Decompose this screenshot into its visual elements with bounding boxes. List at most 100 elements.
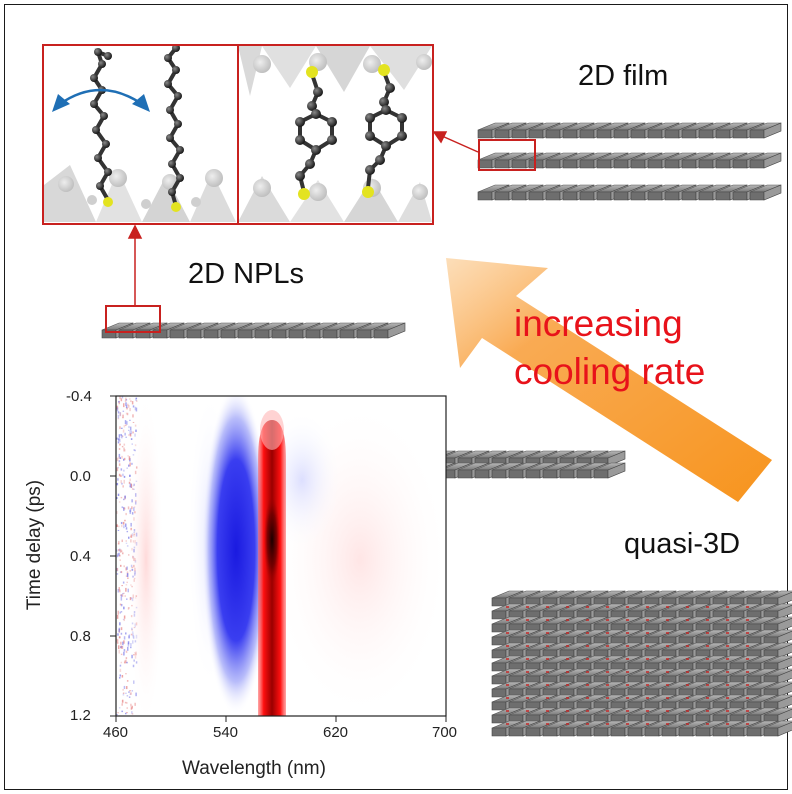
ligand-mark <box>666 697 669 699</box>
noise-dot <box>127 607 130 610</box>
left-panel-substrate <box>44 165 236 222</box>
noise-dot <box>124 449 126 452</box>
noise-dot <box>117 645 120 650</box>
ligand-mark <box>526 658 529 660</box>
ligand-mark <box>606 619 609 621</box>
quasi3d-row <box>491 616 792 633</box>
ligand-mark <box>626 632 629 634</box>
quasi3d-row <box>491 642 792 659</box>
noise-dot <box>130 430 133 435</box>
noise-dot <box>123 650 126 652</box>
ligand-mark <box>566 671 569 673</box>
noise-dot <box>116 573 119 575</box>
ligand-mark <box>686 606 689 608</box>
noise-dot <box>125 692 127 694</box>
quasi3d-row <box>491 694 792 711</box>
noise-dot <box>126 695 129 697</box>
noise-dot <box>120 571 123 574</box>
film-row-2 <box>477 152 782 169</box>
noise-dot <box>123 618 125 622</box>
ligand-mark <box>626 697 629 699</box>
x-tick-label: 460 <box>103 724 129 741</box>
noise-dot <box>117 712 119 714</box>
right-panel-substrate <box>238 46 432 222</box>
ligand-mark <box>586 632 589 634</box>
ligand-mark <box>646 684 649 686</box>
noise-dot <box>127 642 130 647</box>
ligand-mark <box>746 671 749 673</box>
noise-dot <box>126 707 128 710</box>
noise-dot <box>123 457 126 461</box>
noise-dot <box>131 690 134 692</box>
noise-dot <box>124 660 126 664</box>
noise-dot <box>122 592 124 595</box>
ligand-mark <box>726 619 729 621</box>
noise-dot <box>118 456 120 459</box>
noise-dot <box>126 566 128 570</box>
noise-dot <box>120 398 123 402</box>
ligand-mark <box>526 619 529 621</box>
x-axis-label: Wavelength (nm) <box>182 758 326 779</box>
noise-dot <box>128 464 130 467</box>
noise-dot <box>119 603 122 606</box>
noise-dot <box>119 668 122 672</box>
ligand-mark <box>566 606 569 608</box>
noise-dot <box>129 462 131 467</box>
noise-dot <box>126 407 128 410</box>
noise-dot <box>117 411 120 414</box>
ligand-mark <box>626 658 629 660</box>
ligand-mark <box>566 710 569 712</box>
noise-dot <box>116 524 119 527</box>
noise-dot <box>120 564 122 567</box>
noise-dot <box>116 614 119 619</box>
noise-dot <box>125 673 127 675</box>
noise-dot <box>121 594 124 597</box>
ligand-mark <box>526 671 529 673</box>
ligand-mark <box>506 723 509 725</box>
noise-dot <box>119 457 122 460</box>
ligand-mark <box>746 710 749 712</box>
noise-dot <box>118 434 121 438</box>
ligand-mark <box>666 723 669 725</box>
noise-dot <box>121 539 124 543</box>
noise-dot <box>135 398 137 401</box>
noise-dot <box>119 674 122 677</box>
ligand-mark <box>746 723 749 725</box>
quasi3d-row <box>491 668 792 685</box>
noise-dot <box>121 396 124 399</box>
noise-dot <box>125 398 128 401</box>
noise-dot <box>125 542 128 544</box>
noise-dot <box>128 481 131 484</box>
noise-dot <box>122 403 125 408</box>
ligand-mark <box>546 658 549 660</box>
noise-dot <box>122 552 124 555</box>
noise-dot <box>129 430 131 435</box>
noise-dot <box>120 549 122 553</box>
ligand-mark <box>546 684 549 686</box>
ligand-mark <box>706 606 709 608</box>
noise-dot <box>118 453 121 458</box>
noise-dot <box>129 407 131 412</box>
noise-dot <box>134 406 137 411</box>
ligand-mark <box>606 632 609 634</box>
noise-dot <box>121 710 123 713</box>
ligand-mark <box>726 710 729 712</box>
y-tick-label: 1.2 <box>70 707 91 724</box>
noise-dot <box>116 497 118 499</box>
noise-dot <box>117 414 120 419</box>
noise-dot <box>125 405 128 409</box>
noise-dot <box>120 433 122 436</box>
y-tick-label: -0.4 <box>66 388 92 405</box>
noise-dot <box>123 649 126 651</box>
noise-dot <box>121 675 124 678</box>
noise-dot <box>126 581 128 584</box>
noise-dot <box>124 400 127 402</box>
noise-dot <box>118 401 120 403</box>
noise-dot <box>125 659 127 663</box>
noise-dot <box>125 632 127 635</box>
slab-stacks <box>101 122 792 737</box>
ligand-mark <box>686 697 689 699</box>
noise-dot <box>123 475 126 478</box>
ligand-mark <box>506 619 509 621</box>
bleach-feature <box>202 396 270 715</box>
